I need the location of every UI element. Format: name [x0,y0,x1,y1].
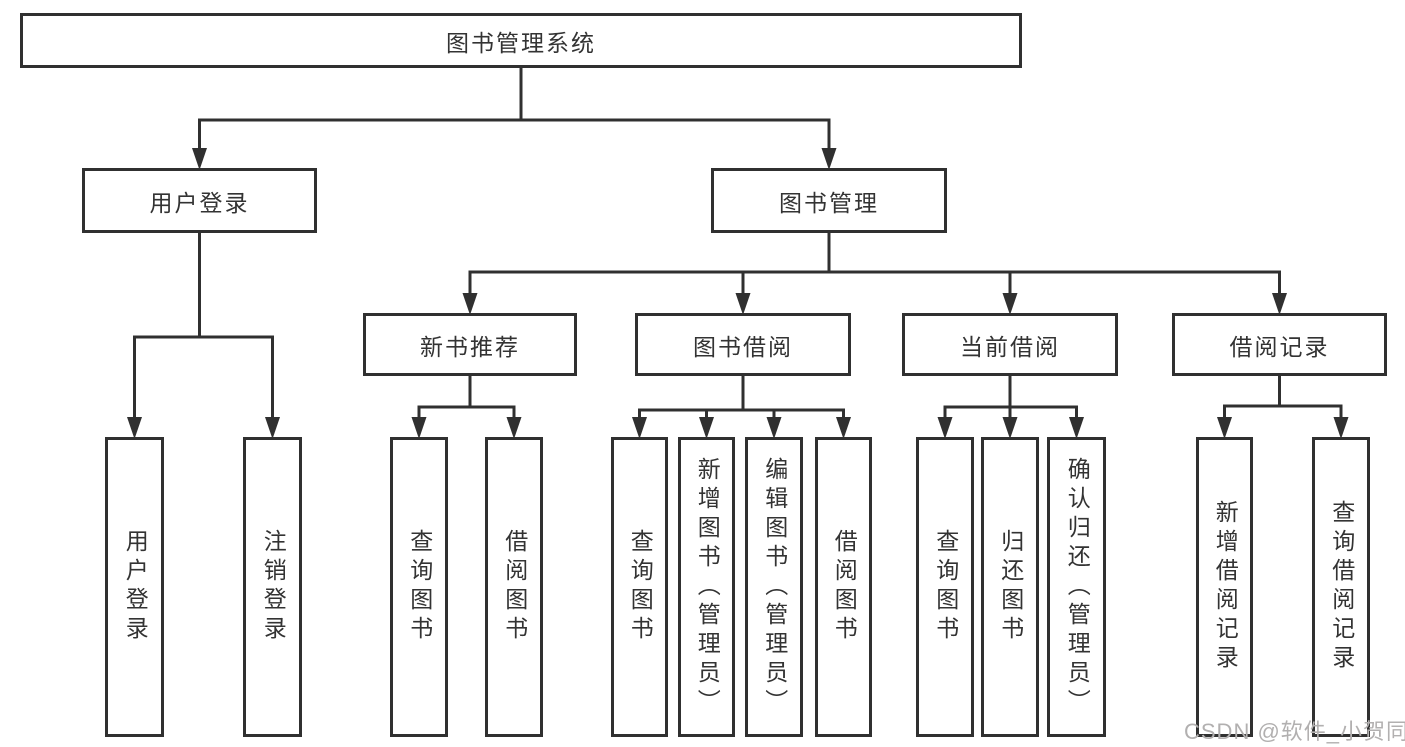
node-leaf-br-add: 新增借阅记录 [1196,437,1253,737]
node-leaf-br-query: 查询借阅记录 [1312,437,1370,737]
node-leaf-bb-add: 新增图书（管理员） [678,437,735,737]
node-borrow-record: 借阅记录 [1172,313,1387,376]
node-leaf-cb-return: 归还图书 [981,437,1039,737]
node-new-book-rec: 新书推荐 [363,313,577,376]
node-leaf-user-login: 用户登录 [105,437,164,737]
node-leaf-cb-query: 查询图书 [916,437,974,737]
node-leaf-logout: 注销登录 [243,437,302,737]
node-book-mgmt: 图书管理 [711,168,947,233]
node-current-borrow: 当前借阅 [902,313,1118,376]
node-user-login: 用户登录 [82,168,317,233]
node-leaf-nbr-query: 查询图书 [390,437,448,737]
node-book-borrow: 图书借阅 [635,313,851,376]
csdn-watermark: CSDN @软件_小贺同学 [1184,719,1405,744]
node-leaf-cb-confirm: 确认归还（管理员） [1047,437,1106,737]
node-root: 图书管理系统 [20,13,1022,68]
node-leaf-bb-edit: 编辑图书（管理员） [745,437,803,737]
node-leaf-bb-borrow: 借阅图书 [815,437,872,737]
node-leaf-bb-query: 查询图书 [611,437,668,737]
node-leaf-nbr-borrow: 借阅图书 [485,437,543,737]
